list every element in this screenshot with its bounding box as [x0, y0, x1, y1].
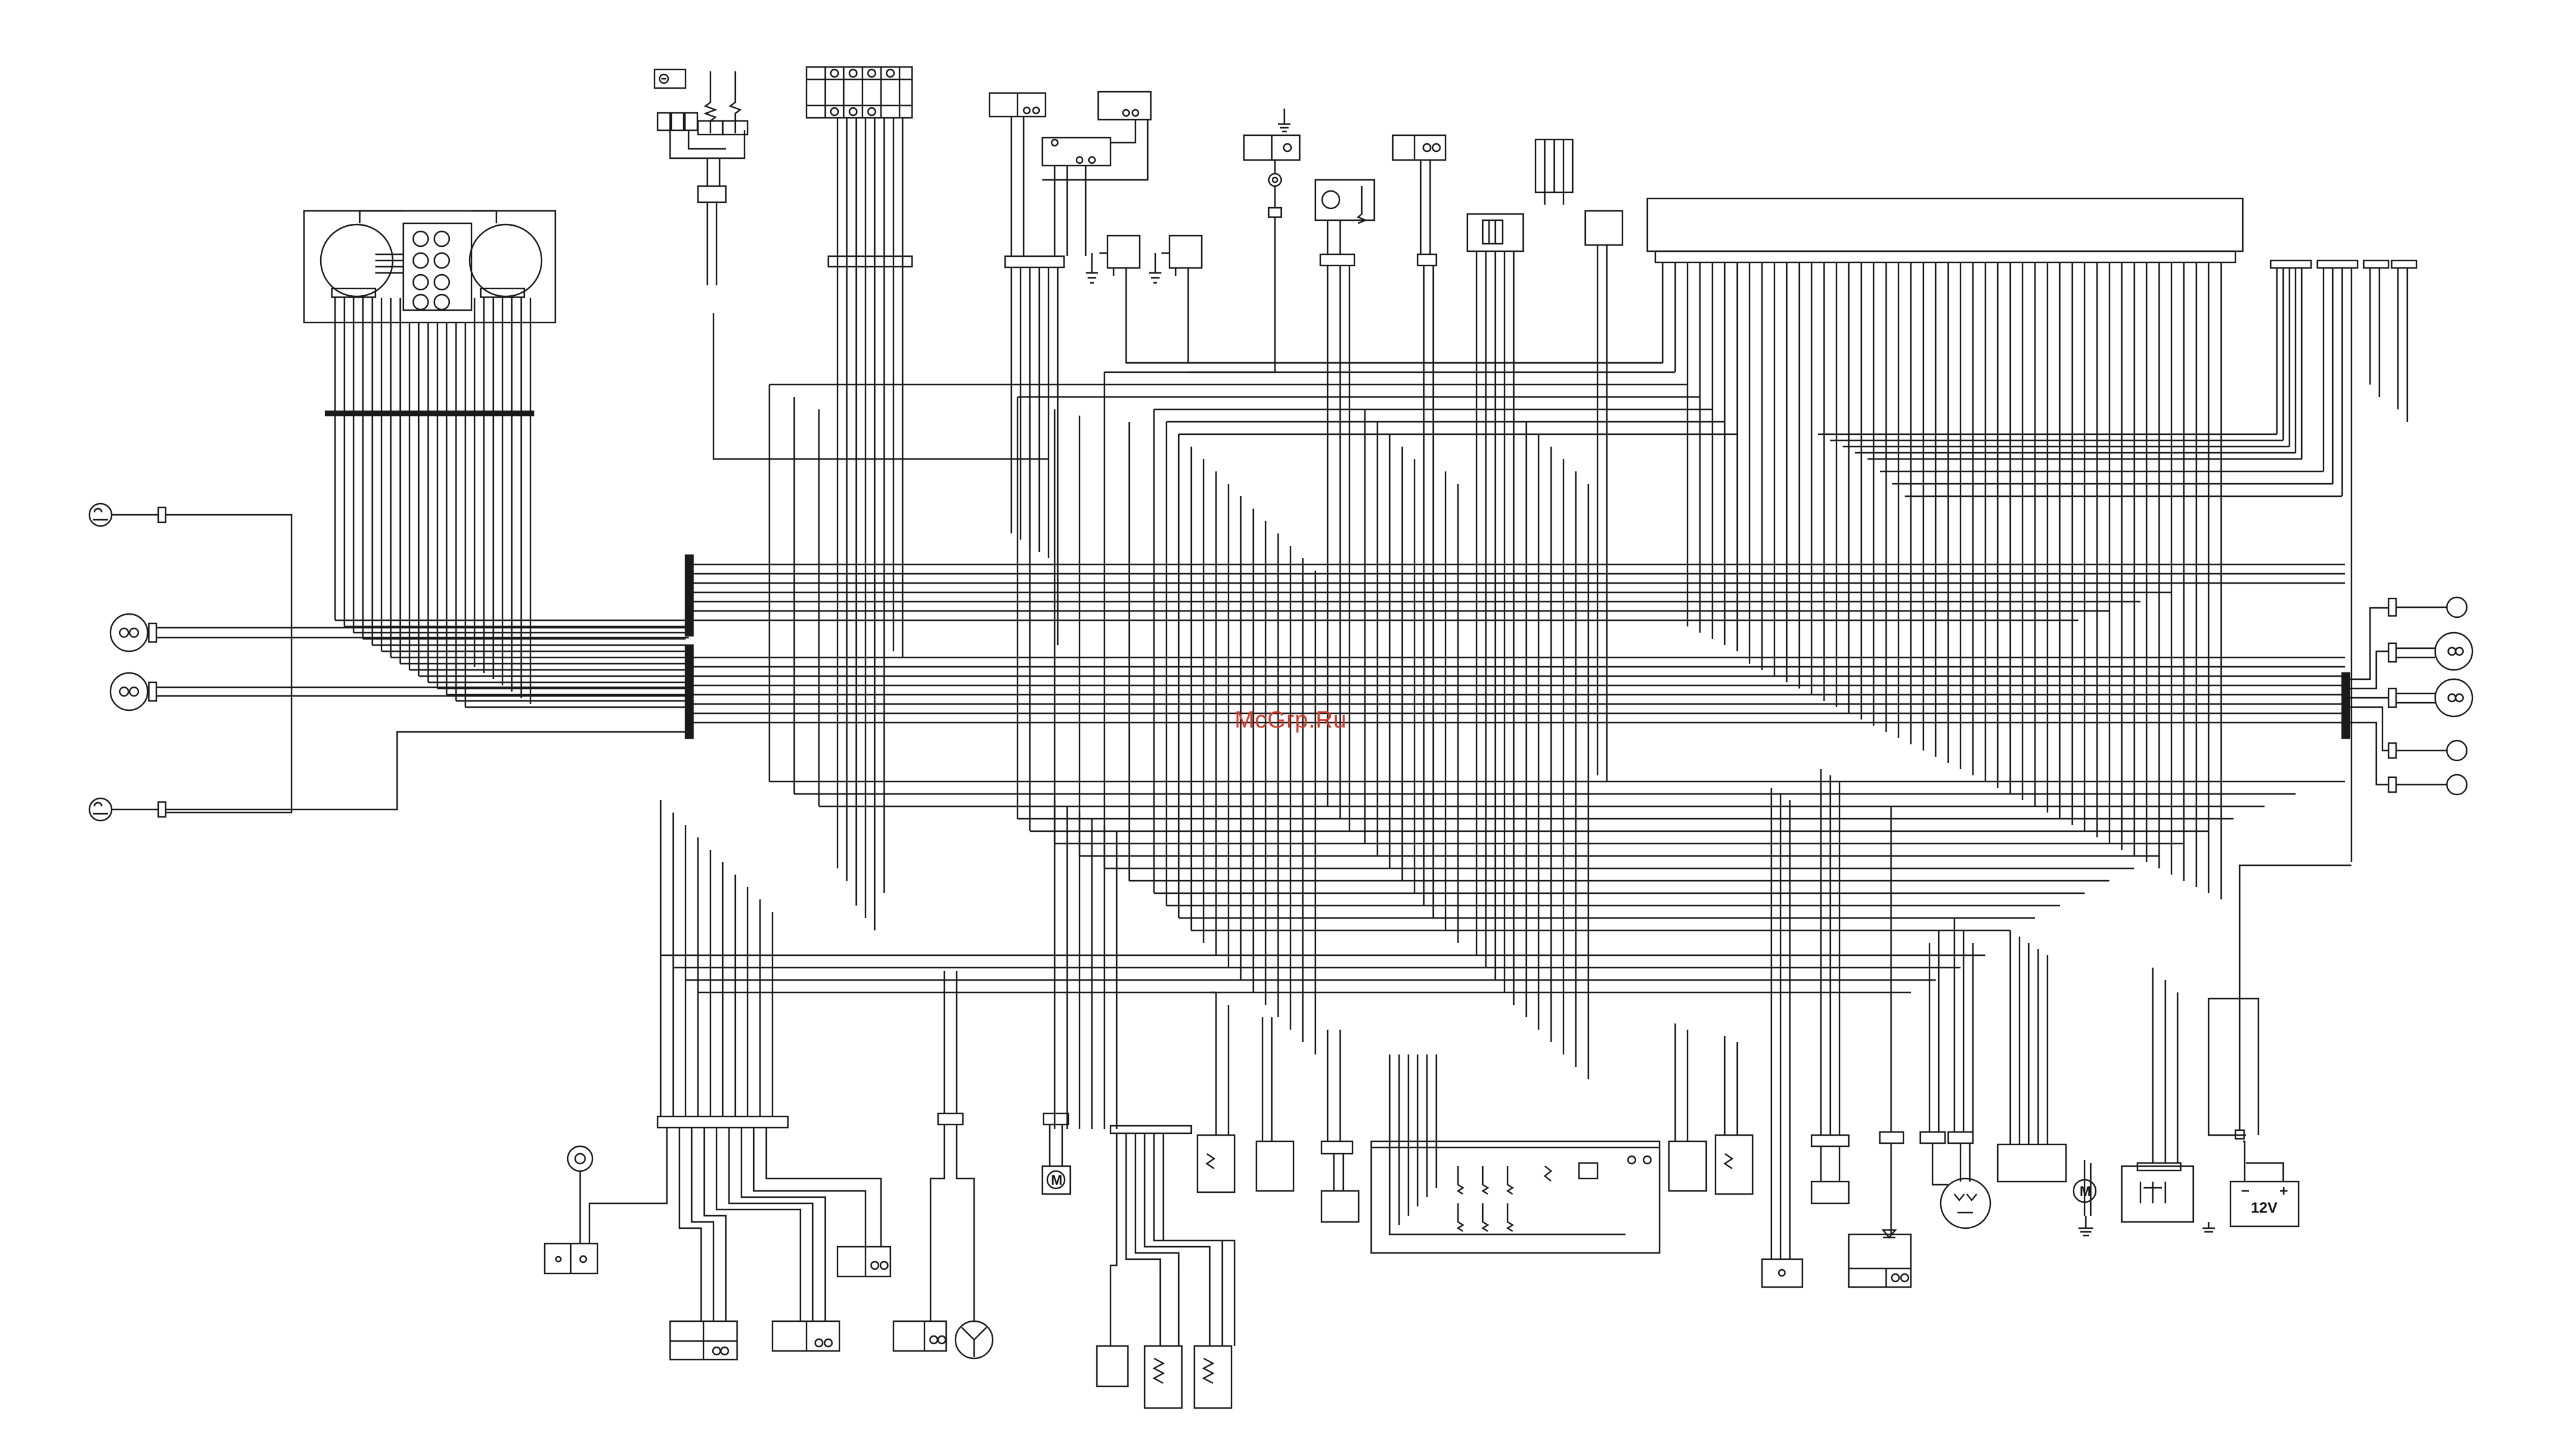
- rear-lights: [2342, 597, 2472, 795]
- ignition-switch: [655, 69, 1049, 459]
- starter-relay: [2122, 968, 2215, 1232]
- injector-connectors: [1197, 992, 1359, 1222]
- sensor-icon: [568, 1146, 593, 1171]
- lower-right-connectors: [1669, 769, 1911, 1287]
- front-brake-switch: [1086, 236, 1663, 363]
- fuel-level-sender: [1315, 180, 1374, 403]
- sidestand-switch: [1393, 135, 1446, 385]
- starter-motor-label: M: [1051, 1172, 1062, 1188]
- tilt-sensor: [1467, 214, 1523, 409]
- right-handlebar-switch: [990, 92, 1151, 645]
- alternator: [1920, 918, 1990, 1228]
- bulb-icon: [89, 798, 112, 821]
- left-handlebar-switch: [807, 67, 912, 930]
- alternator-icon: [1941, 1179, 1990, 1228]
- watermark: McGrp.Ru: [1235, 707, 1347, 734]
- bulb-icon: [2447, 597, 2467, 617]
- bulb-icon: [2447, 775, 2467, 795]
- headlight-low: [110, 673, 689, 710]
- center-harness: [661, 372, 2345, 1129]
- cooling-fan: [893, 971, 993, 1358]
- relay-module: [1536, 140, 1622, 403]
- connector-icon: [698, 186, 726, 202]
- lamp-icon: [2435, 679, 2472, 716]
- fuel-pump-label: M: [2080, 1183, 2091, 1199]
- lower-left-harness: [545, 800, 890, 1360]
- fuse-box: [1371, 1054, 1660, 1253]
- bulb-icon: [89, 504, 112, 526]
- front-left-turn-signal: [89, 504, 292, 813]
- regulator-rectifier: [1998, 930, 2066, 1182]
- battery: [2209, 865, 2351, 1226]
- speedometer-gauge-icon: [470, 225, 542, 296]
- clutch-switch: [1149, 236, 1202, 363]
- instrument-cluster: [304, 211, 555, 323]
- battery-label: 12V: [2251, 1200, 2278, 1216]
- ecu-icon: [1647, 198, 2243, 251]
- bulb-icon: [2447, 741, 2467, 760]
- lamp-icon: [2435, 633, 2472, 670]
- fuse-box-icon: [1371, 1141, 1660, 1253]
- relay-icon: [1107, 236, 1140, 268]
- front-right-turn-signal: [89, 732, 689, 821]
- relay-icon: [1169, 236, 1202, 268]
